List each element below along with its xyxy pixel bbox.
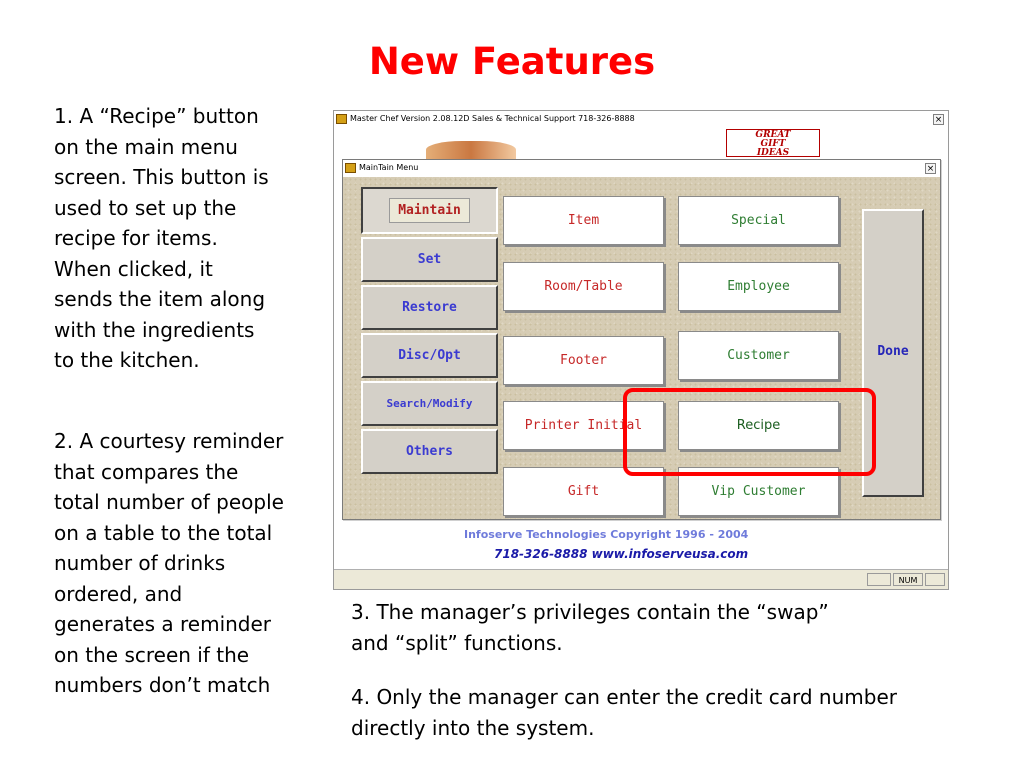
- search-modify-button[interactable]: Search/Modify: [361, 381, 498, 426]
- note2-line: total number of people: [54, 490, 284, 514]
- item-button[interactable]: Item: [503, 196, 664, 245]
- note3-line: 3. The manager’s privileges contain the …: [351, 600, 829, 624]
- customer-button[interactable]: Customer: [678, 331, 839, 380]
- printer-initial-button[interactable]: Printer Initial: [503, 401, 664, 450]
- note2-line: on the screen if the: [54, 642, 250, 667]
- copyright-text: Infoserve Technologies Copyright 1996 - …: [464, 528, 749, 541]
- note-credit-card: 4. Only the manager can enter the credit…: [351, 682, 897, 743]
- note2-line: 2. A courtesy reminder: [54, 429, 284, 453]
- close-icon[interactable]: ×: [933, 114, 944, 125]
- gift-badge-line: GREAT: [755, 130, 791, 140]
- note2-line: generates a reminder: [54, 612, 272, 636]
- status-bar: NUM: [334, 569, 948, 589]
- gift-ideas-badge: GREAT GIFT IDEAS: [726, 129, 820, 158]
- room-table-button[interactable]: Room/Table: [503, 262, 664, 311]
- note2-line: number of drinks: [54, 551, 226, 575]
- status-pane: [925, 573, 945, 586]
- num-lock-indicator: NUM: [893, 573, 923, 586]
- note-courtesy-reminder: 2. A courtesy reminder that compares the…: [54, 426, 284, 701]
- done-button[interactable]: Done: [862, 209, 924, 497]
- menu-window-title: MainTain Menu: [359, 163, 419, 172]
- note2-line: on a table to the total: [54, 520, 273, 545]
- maintain-button[interactable]: Maintain: [361, 187, 498, 234]
- vip-customer-button[interactable]: Vip Customer: [678, 467, 839, 516]
- background-logo: [426, 141, 516, 163]
- recipe-button[interactable]: Recipe: [678, 401, 839, 450]
- note1-line: When clicked, it: [54, 256, 213, 281]
- note1-line: to the kitchen.: [54, 348, 200, 372]
- note2-line: numbers don’t match: [54, 673, 271, 697]
- note1-line: screen. This button is: [54, 165, 269, 189]
- gift-badge-line: IDEAS: [756, 148, 790, 158]
- note2-line: ordered, and: [54, 581, 183, 606]
- special-button[interactable]: Special: [678, 196, 839, 245]
- note4-line: directly into the system.: [351, 715, 595, 740]
- contact-text: 718-326-8888 www.infoserveusa.com: [494, 547, 749, 561]
- app-icon: [345, 163, 356, 173]
- maintain-button-label: Maintain: [389, 198, 470, 223]
- employee-button[interactable]: Employee: [678, 262, 839, 311]
- note1-line: 1. A “Recipe” button: [54, 104, 259, 128]
- master-titlebar: Master Chef Version 2.08.12D Sales & Tec…: [334, 111, 948, 127]
- others-button[interactable]: Others: [361, 429, 498, 474]
- note4-line: 4. Only the manager can enter the credit…: [351, 685, 897, 709]
- gift-badge-line: GIFT: [760, 139, 786, 149]
- note2-line: that compares the: [54, 459, 239, 484]
- note1-line: on the main menu: [54, 134, 238, 159]
- app-icon: [336, 114, 347, 124]
- disc-opt-button[interactable]: Disc/Opt: [361, 333, 498, 378]
- restore-button[interactable]: Restore: [361, 285, 498, 330]
- note-swap-split: 3. The manager’s privileges contain the …: [351, 597, 829, 658]
- close-icon[interactable]: ×: [925, 163, 936, 174]
- note1-line: sends the item along: [54, 287, 266, 311]
- slide-title: New Features: [368, 40, 656, 83]
- note-recipe-button: 1. A “Recipe” button on the main menu sc…: [54, 101, 269, 376]
- note1-line: recipe for items.: [54, 226, 218, 250]
- note3-line: and “split” functions.: [351, 630, 563, 655]
- master-window-title: Master Chef Version 2.08.12D Sales & Tec…: [350, 114, 635, 123]
- note1-line: used to set up the: [54, 195, 237, 220]
- menu-titlebar: MainTain Menu ×: [343, 160, 940, 176]
- note1-line: with the ingredients: [54, 317, 255, 342]
- footer-button[interactable]: Footer: [503, 336, 664, 385]
- gift-button[interactable]: Gift: [503, 467, 664, 516]
- status-pane: [867, 573, 891, 586]
- set-button[interactable]: Set: [361, 237, 498, 282]
